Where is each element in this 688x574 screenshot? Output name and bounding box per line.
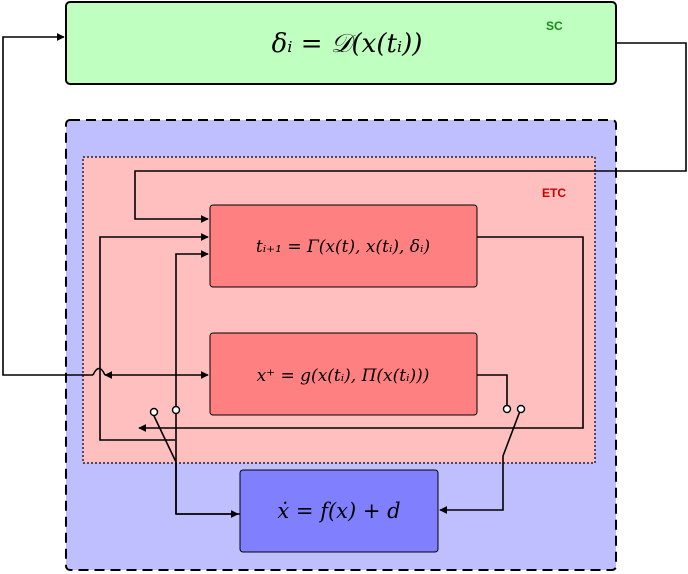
- left-switch-contact-b: [171, 405, 181, 415]
- trigger-output-wire: [138, 236, 584, 432]
- plant-input-wire: [439, 410, 521, 514]
- reset-block: [209, 332, 478, 416]
- plant-output-arrow: [175, 250, 209, 412]
- left-switch-contact-a: [149, 407, 159, 417]
- reset-equation: x⁺ = g(x(tᵢ), Π(x(tᵢ))): [257, 366, 430, 386]
- left-switch-blade: [153, 415, 177, 514]
- plant-equation: ẋ = f(x) + d: [277, 499, 400, 523]
- etc-label: ETC: [542, 186, 566, 200]
- sc-to-trigger-wire: [134, 42, 687, 223]
- right-switch-contact-a: [502, 404, 512, 414]
- right-switch-contact-b: [516, 404, 526, 414]
- trigger-equation: tᵢ₊₁ = Γ(x(t), x(tᵢ), δᵢ): [256, 237, 430, 257]
- sc-equation: δᵢ = 𝒟(x(tᵢ)): [272, 29, 423, 59]
- trigger-block: [209, 204, 478, 288]
- feedback-to-sc-wire: [2, 33, 93, 376]
- state-to-trigger-wire: [99, 233, 209, 441]
- plant-block: [239, 469, 439, 553]
- line-hop: [92, 367, 106, 376]
- reset-output-wire: [477, 374, 508, 405]
- sc-label: SC: [546, 19, 563, 33]
